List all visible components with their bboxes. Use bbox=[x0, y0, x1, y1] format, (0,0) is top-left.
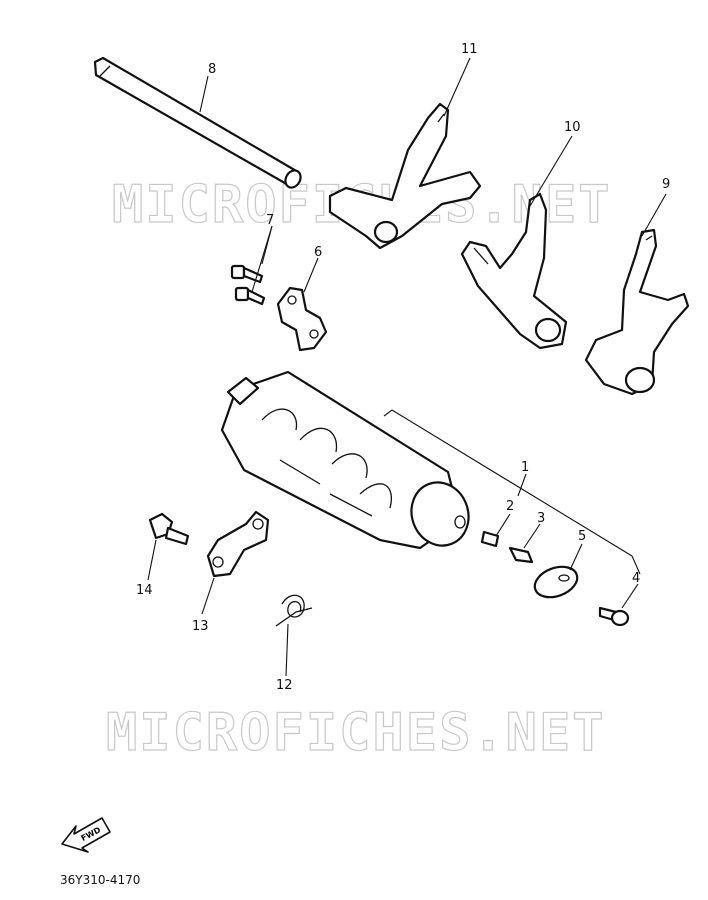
part-2-pin bbox=[480, 530, 500, 548]
part-11-shift-fork bbox=[328, 102, 482, 250]
part-9-shift-fork bbox=[584, 228, 690, 396]
callout-10: 10 bbox=[564, 120, 581, 135]
part-1-shift-drum bbox=[220, 370, 470, 550]
leader-lines bbox=[147, 57, 667, 677]
callout-6: 6 bbox=[314, 245, 322, 260]
callout-7: 7 bbox=[266, 213, 274, 228]
part-14-bolt bbox=[148, 512, 190, 546]
callout-11: 11 bbox=[461, 42, 478, 57]
part-10-shift-fork bbox=[460, 192, 568, 350]
callout-2: 2 bbox=[506, 499, 514, 514]
callout-3: 3 bbox=[537, 511, 545, 526]
callout-13: 13 bbox=[192, 619, 209, 634]
callout-12: 12 bbox=[276, 678, 293, 693]
fwd-arrow-icon: FWD bbox=[61, 817, 111, 853]
part-8-shaft bbox=[93, 56, 302, 189]
part-12-spring bbox=[275, 594, 313, 627]
diagram-code: 36Y310-4170 bbox=[60, 873, 140, 887]
part-13-lever bbox=[206, 510, 270, 578]
part-4-screw bbox=[598, 606, 630, 627]
callout-14: 14 bbox=[136, 583, 153, 598]
part-6-plate bbox=[276, 286, 328, 352]
callout-1: 1 bbox=[521, 460, 529, 475]
part-3-dowel bbox=[508, 546, 534, 564]
watermark-bottom: MICROFICHES.NET bbox=[106, 703, 606, 763]
callout-9: 9 bbox=[662, 177, 670, 192]
callout-4: 4 bbox=[632, 571, 640, 586]
callout-5: 5 bbox=[578, 529, 586, 544]
callout-8: 8 bbox=[208, 62, 216, 77]
part-7-screws bbox=[230, 264, 266, 306]
part-5-washer bbox=[533, 565, 579, 599]
